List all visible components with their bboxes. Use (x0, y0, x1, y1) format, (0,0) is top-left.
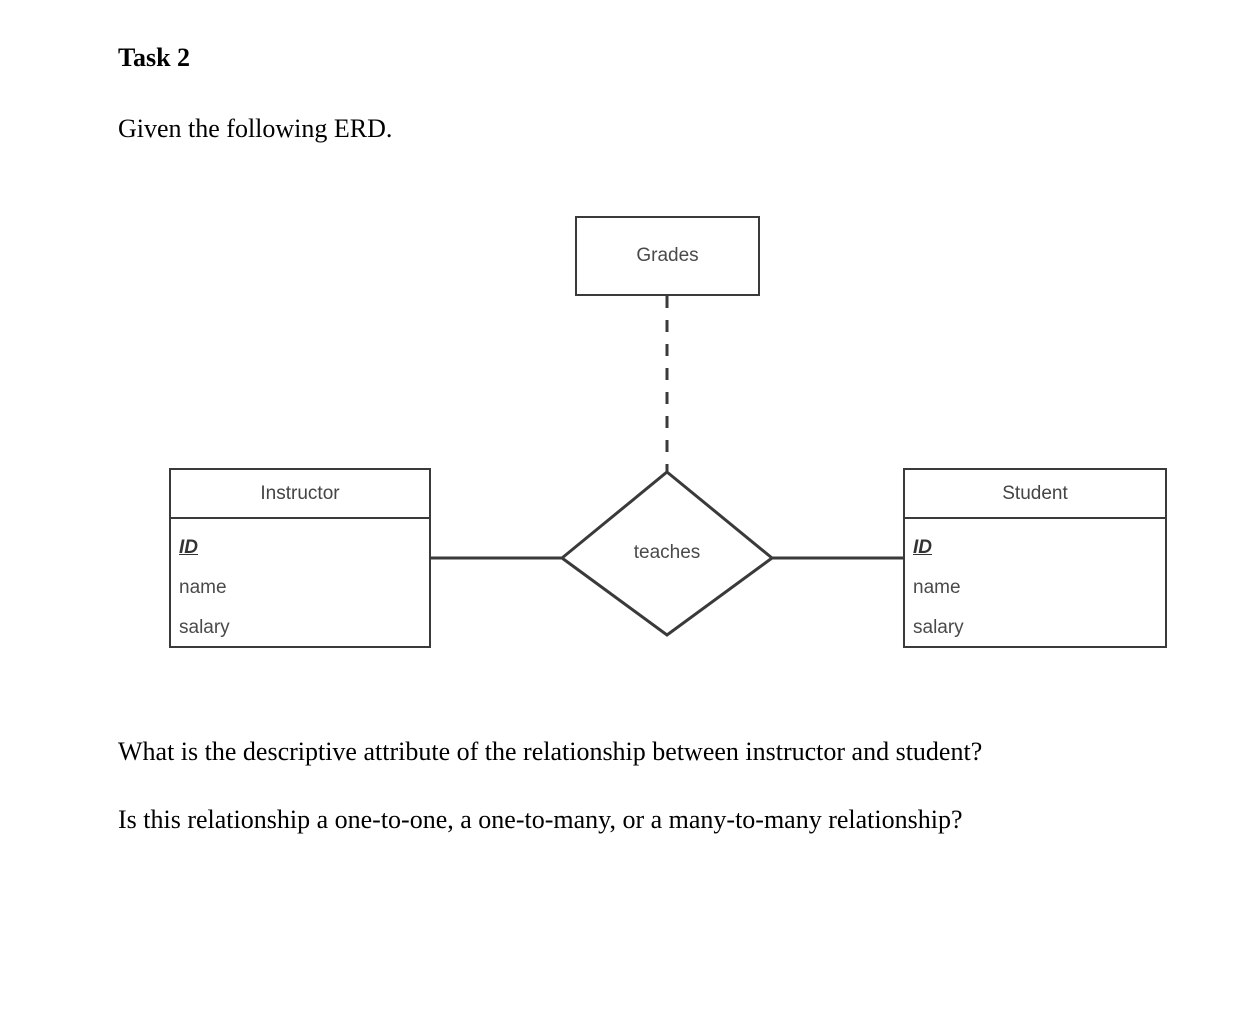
question-descriptive-attribute: What is the descriptive attribute of the… (118, 737, 983, 766)
attribute-grades-label: Grades (636, 245, 699, 266)
relationship-diamond (559, 470, 775, 637)
entity-instructor-attribute-salary: salary (179, 617, 230, 638)
entity-student-title: Student (905, 470, 1165, 519)
entity-instructor-attribute-id: ID (179, 537, 198, 558)
entity-instructor-attribute-name: name (179, 577, 227, 598)
entity-instructor-title: Instructor (171, 470, 429, 519)
page-title: Task 2 (118, 43, 191, 72)
entity-student: Student ID name salary (903, 468, 1167, 648)
entity-student-attribute-id: ID (913, 537, 932, 558)
attribute-box-grades: Grades (575, 216, 760, 296)
intro-text: Given the following ERD. (118, 114, 393, 143)
question-cardinality: Is this relationship a one-to-one, a one… (118, 805, 963, 834)
entity-instructor: Instructor ID name salary (169, 468, 431, 648)
entity-instructor-attributes: ID name salary (171, 519, 429, 648)
entity-student-attribute-salary: salary (913, 617, 964, 638)
entity-student-attributes: ID name salary (905, 519, 1165, 648)
entity-student-attribute-name: name (913, 577, 961, 598)
